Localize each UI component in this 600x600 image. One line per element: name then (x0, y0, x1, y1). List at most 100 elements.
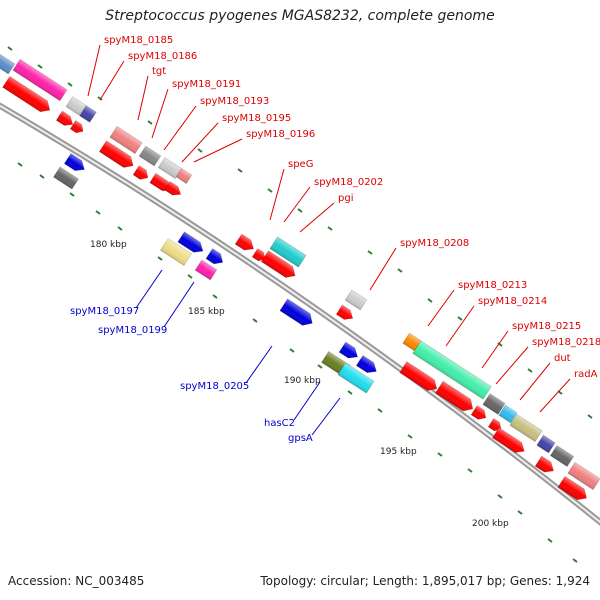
forward-gene-label: tgt (152, 66, 166, 77)
kbp-label: 200 kbp (472, 519, 509, 529)
tick-mark (252, 318, 258, 323)
leader-line (99, 60, 125, 101)
feature-block-10 (344, 289, 368, 311)
feature-block-30-shine (399, 361, 437, 391)
feature-block-16 (536, 434, 556, 454)
tick-mark (39, 174, 45, 179)
feature-block-10-shine (345, 290, 367, 310)
feature-block-43-shine (279, 298, 313, 326)
reverse-gene-label: spyM18_0197 (70, 306, 139, 317)
feature-block-14-shine (498, 405, 518, 423)
tick-mark (97, 96, 103, 101)
leader-line (293, 381, 321, 421)
feature-block-4 (79, 105, 97, 123)
kbp-label: 195 kbp (380, 447, 417, 457)
tick-mark (407, 434, 413, 439)
feature-block-46 (355, 355, 377, 373)
feature-block-5 (109, 125, 143, 155)
feature-block-31-shine (435, 381, 473, 411)
feature-block-37-shine (64, 153, 85, 171)
tick-mark (95, 210, 101, 215)
forward-gene-label: spyM18_0185 (104, 35, 173, 46)
minor-ticks (7, 46, 593, 563)
tick-mark (147, 120, 153, 125)
tick-mark (187, 274, 193, 279)
tick-mark (67, 82, 73, 87)
forward-gene-label: spyM18_0186 (128, 51, 197, 62)
feature-block-41-shine (206, 248, 223, 264)
feature-block-45-shine (339, 342, 358, 359)
tick-mark (237, 168, 243, 173)
genome-backbone (0, 102, 600, 526)
feature-block-18-shine (567, 462, 600, 490)
feature-block-1 (0, 53, 16, 75)
leader-line (87, 44, 101, 97)
tick-mark (297, 208, 303, 213)
leader-line (163, 105, 197, 151)
reverse-gene-label: spyM18_0199 (98, 325, 167, 336)
feature-block-11-shine (402, 333, 422, 351)
feature-block-43 (279, 298, 313, 326)
feature-block-27-shine (252, 248, 266, 261)
feature-block-35-shine (535, 456, 554, 473)
feature-block-36 (557, 475, 587, 501)
feature-block-22-shine (99, 140, 134, 168)
forward-gene-label: radA (574, 369, 598, 380)
feature-block-19-shine (2, 76, 50, 112)
feature-block-20 (55, 110, 74, 126)
feature-block-25-shine (164, 181, 181, 196)
reverse-gene-label: hasC2 (264, 418, 295, 429)
feature-block-13 (482, 393, 506, 415)
tick-mark (7, 46, 13, 51)
tick-mark (267, 188, 273, 193)
kbp-label: 190 kbp (284, 376, 321, 386)
feature-block-46-shine (356, 355, 377, 373)
feature-block-42 (194, 259, 218, 281)
leader-line (495, 346, 529, 385)
tick-mark (497, 494, 503, 499)
feature-block-18 (567, 461, 600, 491)
tick-mark (117, 226, 123, 231)
feature-block-31 (434, 380, 474, 412)
leader-line (539, 378, 571, 413)
tick-mark (397, 268, 403, 273)
feature-block-7-shine (158, 157, 182, 179)
leader-line (151, 88, 169, 139)
tick-mark (547, 538, 553, 543)
forward-gene-label: spyM18_0218 (532, 337, 600, 348)
feature-block-15-shine (509, 414, 543, 442)
feature-block-34 (492, 427, 525, 453)
tick-mark (572, 558, 578, 563)
feature-block-22 (98, 140, 134, 168)
leader-line (427, 289, 455, 327)
feature-block-1-shine (0, 54, 15, 74)
feature-block-21-shine (70, 120, 84, 133)
feature-block-5-shine (109, 126, 143, 154)
tick-mark (212, 294, 218, 299)
leader-line (245, 345, 273, 384)
tick-mark (157, 256, 163, 261)
gene-features (0, 53, 600, 501)
feature-block-39-shine (160, 238, 192, 266)
label-leaders (87, 44, 571, 436)
feature-block-47 (337, 362, 375, 394)
feature-block-7 (157, 157, 183, 179)
feature-block-39 (160, 238, 192, 266)
leader-line (311, 397, 341, 436)
feature-block-3-shine (66, 96, 86, 116)
backbone-inner (0, 104, 600, 524)
reverse-gene-label: gpsA (288, 433, 313, 444)
feature-block-24-shine (149, 173, 172, 191)
feature-block-38-shine (53, 166, 79, 190)
tick-mark (197, 148, 203, 153)
forward-gene-label: spyM18_0193 (200, 96, 269, 107)
feature-block-42-shine (195, 260, 217, 280)
feature-block-28-shine (261, 250, 296, 278)
feature-block-32-shine (471, 405, 486, 420)
forward-gene-label: spyM18_0196 (246, 129, 315, 140)
leader-line (445, 305, 475, 347)
feature-block-2 (12, 58, 68, 102)
tick-mark (17, 162, 23, 167)
forward-gene-label: spyM18_0195 (222, 113, 291, 124)
